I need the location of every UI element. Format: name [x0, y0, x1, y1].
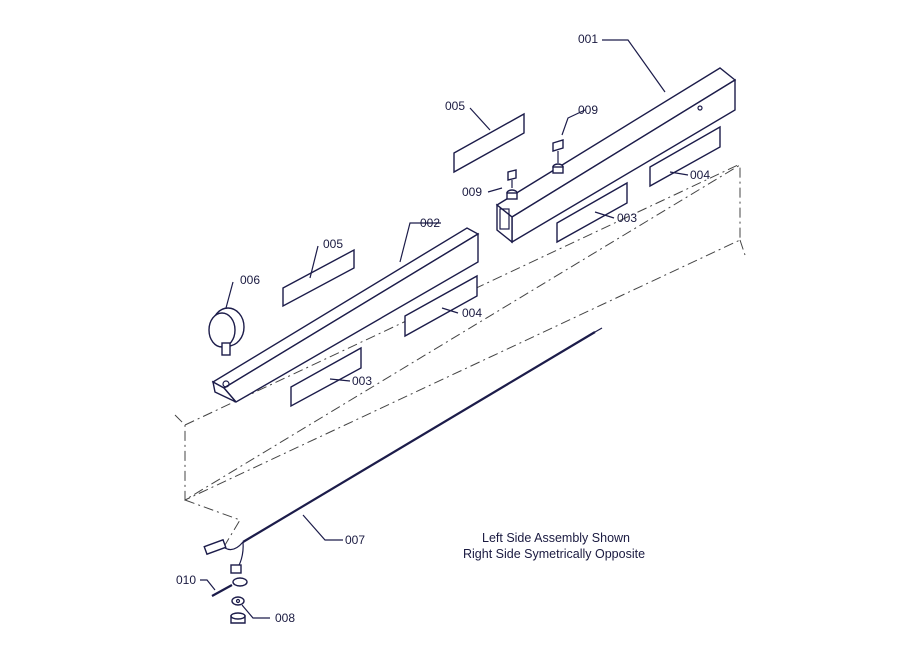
- part-010-pin: [211, 577, 248, 597]
- part-009-bolt-upper: [552, 139, 564, 174]
- part-006-gauge: [208, 307, 245, 356]
- plate-004-lower: [404, 274, 478, 338]
- part-008-nut: [230, 596, 246, 624]
- callout-010: 010: [176, 573, 196, 587]
- leader-lines: [200, 39, 689, 619]
- part-007-probe: [203, 327, 603, 574]
- callout-001: 001: [578, 32, 598, 46]
- callout-004-upper: 004: [690, 168, 710, 182]
- callout-003-lower: 003: [352, 374, 372, 388]
- callout-008: 008: [275, 611, 295, 625]
- note-line-1: Left Side Assembly Shown: [482, 531, 630, 545]
- callout-009-upper: 009: [578, 103, 598, 117]
- plate-005-lower: [282, 248, 355, 308]
- envelope-leader: [184, 239, 746, 546]
- callout-006: 006: [240, 273, 260, 287]
- plate-004-upper: [649, 125, 721, 188]
- assembly-envelope: [174, 164, 741, 501]
- callout-007: 007: [345, 533, 365, 547]
- plate-003-upper: [556, 181, 628, 244]
- part-002-lower-rail: [211, 227, 480, 403]
- callout-005-upper: 005: [445, 99, 465, 113]
- plate-005-upper: [453, 112, 525, 174]
- part-001-upper-rail: [495, 67, 737, 244]
- part-009-bolt-lower: [506, 169, 518, 200]
- callout-002: 002: [420, 216, 440, 230]
- plate-003-lower: [290, 346, 362, 408]
- callout-004-lower: 004: [462, 306, 482, 320]
- callout-005-lower: 005: [323, 237, 343, 251]
- note-line-2: Right Side Symetrically Opposite: [463, 547, 645, 561]
- callout-003-upper: 003: [617, 211, 637, 225]
- callout-009-lower: 009: [462, 185, 482, 199]
